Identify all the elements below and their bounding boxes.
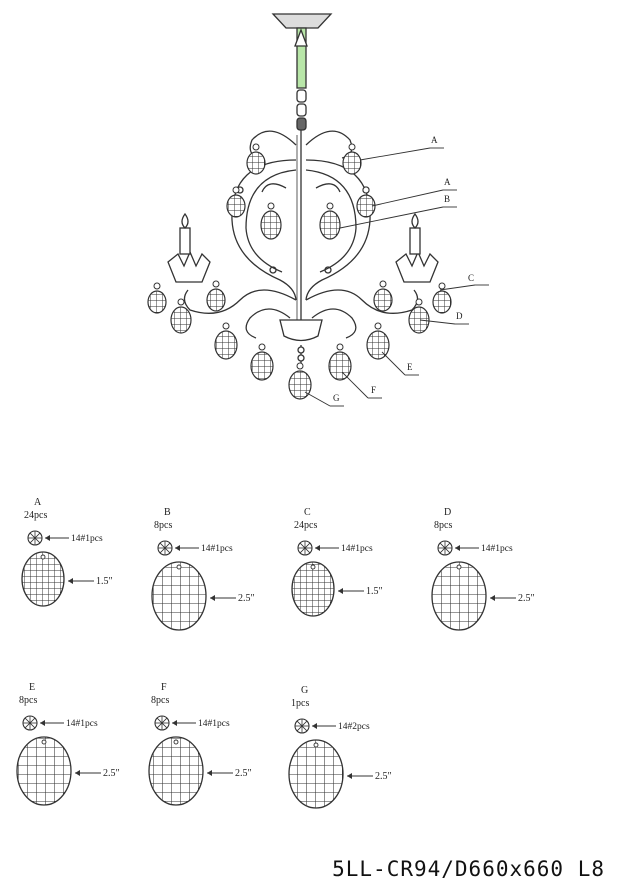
part-letter: A [34, 497, 42, 508]
pendant-size: 1.5″ [96, 576, 113, 587]
crystal-pendant [432, 282, 452, 314]
chain-link [296, 103, 307, 117]
bead-icon [27, 530, 43, 546]
crystal-pendant [170, 298, 192, 334]
callout: A [359, 135, 444, 161]
crystal-pendant [214, 322, 238, 360]
callout: F [341, 371, 382, 399]
callout-letter: G [333, 393, 340, 403]
callout: G [304, 391, 344, 407]
pendant-icon [21, 551, 65, 607]
bead-icon [154, 715, 170, 731]
bead-spec: 14#1pcs [71, 534, 103, 544]
part-quantity: 24pcs [24, 510, 47, 521]
ceiling-canopy [271, 13, 333, 29]
crystal-pendant [319, 202, 341, 240]
crystal-pendant [342, 143, 362, 175]
bead-spec: 14#1pcs [341, 544, 373, 554]
chain-link [296, 117, 307, 131]
callout: C [439, 273, 489, 291]
crystal-pendant [408, 298, 430, 334]
pendant-icon [291, 561, 335, 617]
part-quantity: 8pcs [434, 520, 452, 531]
pendant-icon [148, 736, 204, 806]
crystal-pendant [147, 282, 167, 314]
part-quantity: 8pcs [154, 520, 172, 531]
callout-letter: F [371, 385, 376, 395]
chain-link [296, 89, 307, 103]
part-letter: D [444, 507, 451, 518]
part-c: C 24pcs 14#1pcs 1.5″ [291, 507, 383, 617]
callout: B [339, 194, 457, 229]
pendant-icon [288, 739, 344, 809]
pendant-size: 2.5″ [238, 593, 255, 604]
callout: E [381, 351, 419, 376]
chandelier-crystals [147, 143, 452, 400]
part-letter: G [301, 685, 308, 696]
callout-letter: D [456, 311, 463, 321]
chandelier-body [167, 13, 439, 368]
crystal-pendant [250, 343, 274, 381]
candle-cup-left [167, 250, 211, 283]
crystal-pendant [260, 202, 282, 240]
pendant-icon [431, 561, 487, 631]
bead-spec: 14#2pcs [338, 722, 370, 732]
crystal-pendant [373, 280, 393, 312]
part-quantity: 8pcs [19, 695, 37, 706]
crystal-pendant [226, 186, 246, 218]
candle-left [179, 227, 191, 255]
part-quantity: 1pcs [291, 698, 309, 709]
crystal-pendant [366, 322, 390, 360]
part-quantity: 24pcs [294, 520, 317, 531]
parts-legend: A 24pcs 14#1pcs 1.5″ B 8pcs 14#1pcs 2.5″ C 24pcs 1… [16, 497, 535, 809]
bead-icon [22, 715, 38, 731]
part-b: B 8pcs 14#1pcs 2.5″ [151, 507, 255, 631]
callout: A [371, 177, 457, 207]
pendant-size: 2.5″ [518, 593, 535, 604]
model-code: 5LL-CR94/D660x660 L8 [332, 857, 605, 881]
bead-icon [294, 718, 310, 734]
candle-cup-right [395, 250, 439, 283]
part-letter: C [304, 507, 311, 518]
callout-letter: A [444, 177, 451, 187]
part-quantity: 8pcs [151, 695, 169, 706]
callout: D [419, 311, 469, 325]
callout-letter: C [468, 273, 474, 283]
part-letter: F [161, 682, 167, 693]
bead-icon [297, 540, 313, 556]
crystal-pendant [356, 186, 376, 218]
callout-letter: B [444, 194, 450, 204]
pendant-size: 1.5″ [366, 586, 383, 597]
candle-right [409, 227, 421, 255]
bead-spec: 14#1pcs [66, 719, 98, 729]
part-f: F 8pcs 14#1pcs 2.5″ [148, 682, 252, 806]
part-d: D 8pcs 14#1pcs 2.5″ [431, 507, 535, 631]
pendant-size: 2.5″ [235, 768, 252, 779]
pendant-icon [16, 736, 72, 806]
chain-top-rod [296, 27, 307, 89]
part-g: G 1pcs 14#2pcs 2.5″ [288, 685, 392, 809]
callout-letter: A [431, 135, 438, 145]
callout-letter: E [407, 362, 413, 372]
crystal-pendant [328, 343, 352, 381]
crystal-pendant [246, 143, 266, 175]
pendant-icon [151, 561, 207, 631]
part-e: E 8pcs 14#1pcs 2.5″ [16, 682, 120, 806]
crystal-pendant [206, 280, 226, 312]
bead-spec: 14#1pcs [481, 544, 513, 554]
part-letter: B [164, 507, 171, 518]
bead-icon [437, 540, 453, 556]
pendant-size: 2.5″ [103, 768, 120, 779]
pendant-size: 2.5″ [375, 771, 392, 782]
bead-icon [157, 540, 173, 556]
part-a: A 24pcs 14#1pcs 1.5″ [21, 497, 113, 607]
central-bowl [279, 319, 323, 342]
bead-spec: 14#1pcs [198, 719, 230, 729]
part-letter: E [29, 682, 35, 693]
bead-spec: 14#1pcs [201, 544, 233, 554]
